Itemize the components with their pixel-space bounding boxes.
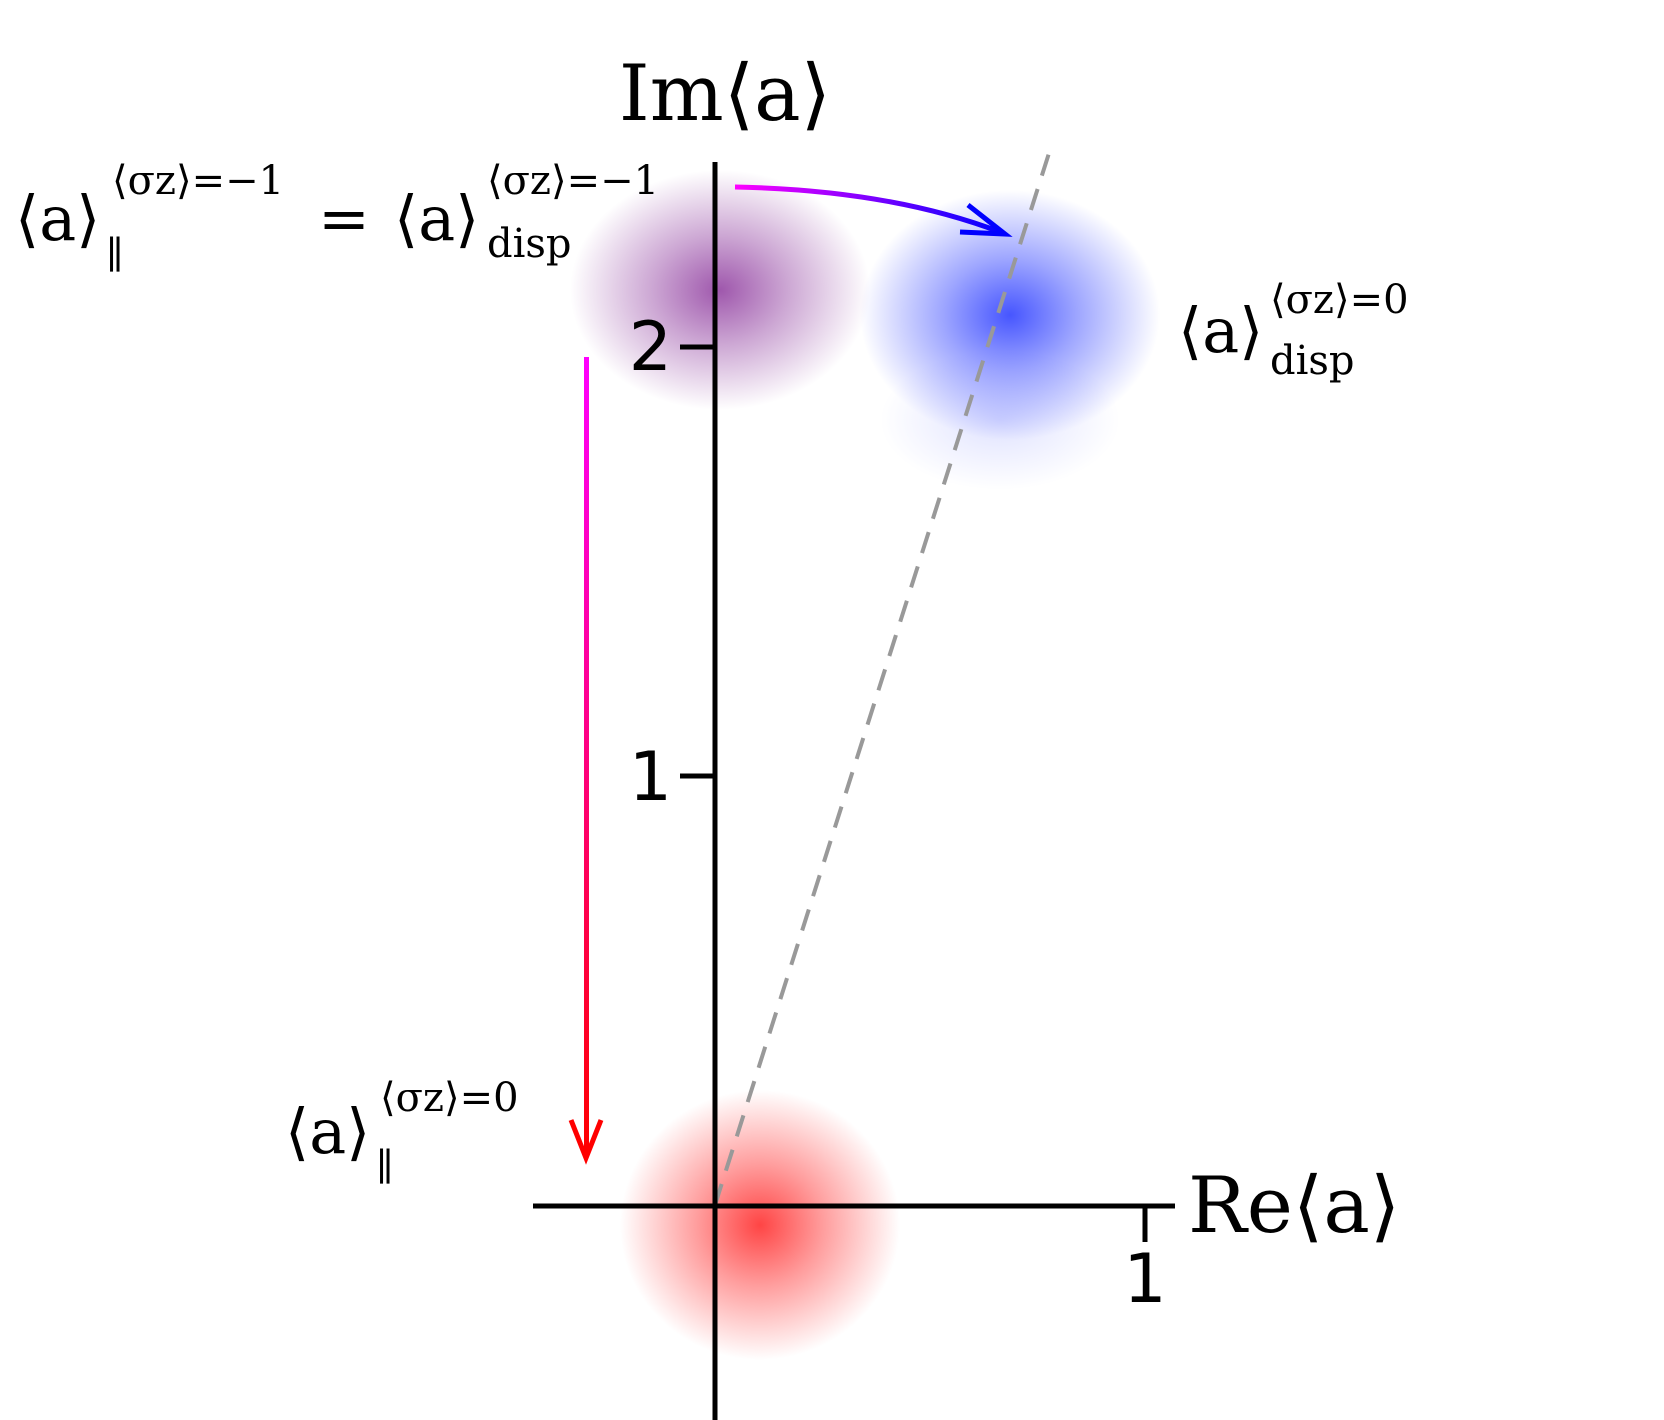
label-top-left-lhs-sup: ⟨σz⟩=−1: [112, 158, 284, 204]
curved-arrow-head: [959, 203, 1013, 237]
label-top-left-lhs-sub: ∥: [106, 233, 124, 277]
x-tick-1-label: 1: [1123, 1240, 1166, 1319]
x-axis-title: Re⟨a⟩: [1188, 1161, 1400, 1251]
label-right-sup: ⟨σz⟩=0: [1270, 277, 1409, 323]
state-blob-purple: [570, 170, 870, 410]
axes: 1 1 2 Im⟨a⟩ Re⟨a⟩: [533, 49, 1400, 1420]
vertical-arrow-head: [568, 1119, 604, 1165]
label-bottom-sup: ⟨σz⟩=0: [380, 1075, 519, 1121]
y-tick-2-label: 2: [629, 308, 672, 387]
label-top-left-rhs-sub: disp: [487, 221, 572, 267]
label-bottom-base: ⟨a⟩: [285, 1095, 370, 1168]
label-top-left-rhs-sup: ⟨σz⟩=−1: [487, 158, 659, 204]
state-blob-red: [620, 1090, 900, 1360]
label-right-sub: disp: [1270, 338, 1355, 384]
curved-arrow-shaft: [734, 184, 1001, 235]
label-top-left: ⟨a⟩ ⟨σz⟩=−1 ∥ = ⟨a⟩ ⟨σz⟩=−1 disp: [15, 158, 659, 277]
label-right-base: ⟨a⟩: [1178, 294, 1263, 367]
curved-arrow: [734, 184, 1013, 237]
state-blobs: [570, 170, 1160, 1360]
y-tick-1-label: 1: [629, 738, 672, 817]
vertical-arrow: [568, 357, 604, 1165]
label-top-left-rhs-base: ⟨a⟩: [394, 182, 479, 255]
dashed-phase-line: [713, 149, 1052, 1206]
label-right: ⟨a⟩ ⟨σz⟩=0 disp: [1178, 277, 1409, 384]
vertical-arrow-shaft: [584, 357, 589, 1152]
label-bottom-sub: ∥: [376, 1145, 394, 1189]
y-axis-title: Im⟨a⟩: [619, 49, 831, 139]
label-top-left-lhs-base: ⟨a⟩: [15, 182, 100, 255]
label-bottom: ⟨a⟩ ⟨σz⟩=0 ∥: [285, 1075, 519, 1189]
label-top-left-equals: =: [318, 182, 370, 255]
state-blob-blue-halo: [880, 350, 1120, 490]
